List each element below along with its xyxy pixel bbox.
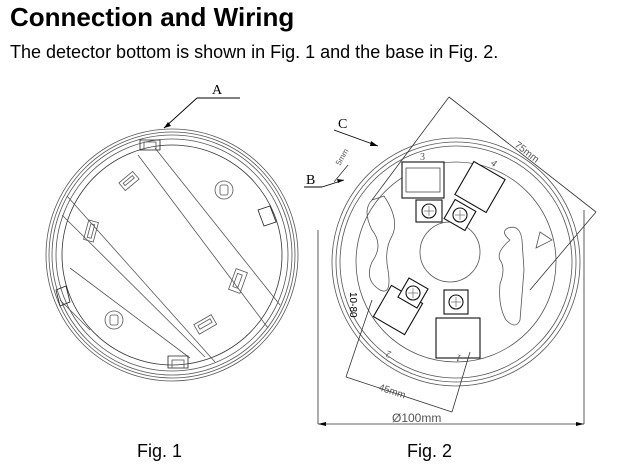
marking-label: 10-80 [347,292,358,318]
callout-b-label: B [306,173,315,188]
callout-c-label: C [338,117,347,132]
terminal-2-label: 2 [385,347,393,359]
terminal-4-label: 4 [488,158,499,170]
terminal-3-label: 3 [420,152,425,163]
terminal-1-label: 1 [455,351,463,363]
figure-1-caption: Fig. 1 [137,441,183,461]
dimension-75mm: 75mm [512,140,541,166]
dimension-45mm: 45mm [377,382,407,401]
figure-2-caption: Fig. 2 [407,441,453,461]
dimension-5mm: 5mm [334,147,351,167]
intro-text: The detector bottom is shown in Fig. 1 a… [10,42,499,62]
dimension-diameter: Ø100mm [392,411,441,425]
page-title: Connection and Wiring [10,2,295,32]
callout-a-label: A [212,83,223,98]
